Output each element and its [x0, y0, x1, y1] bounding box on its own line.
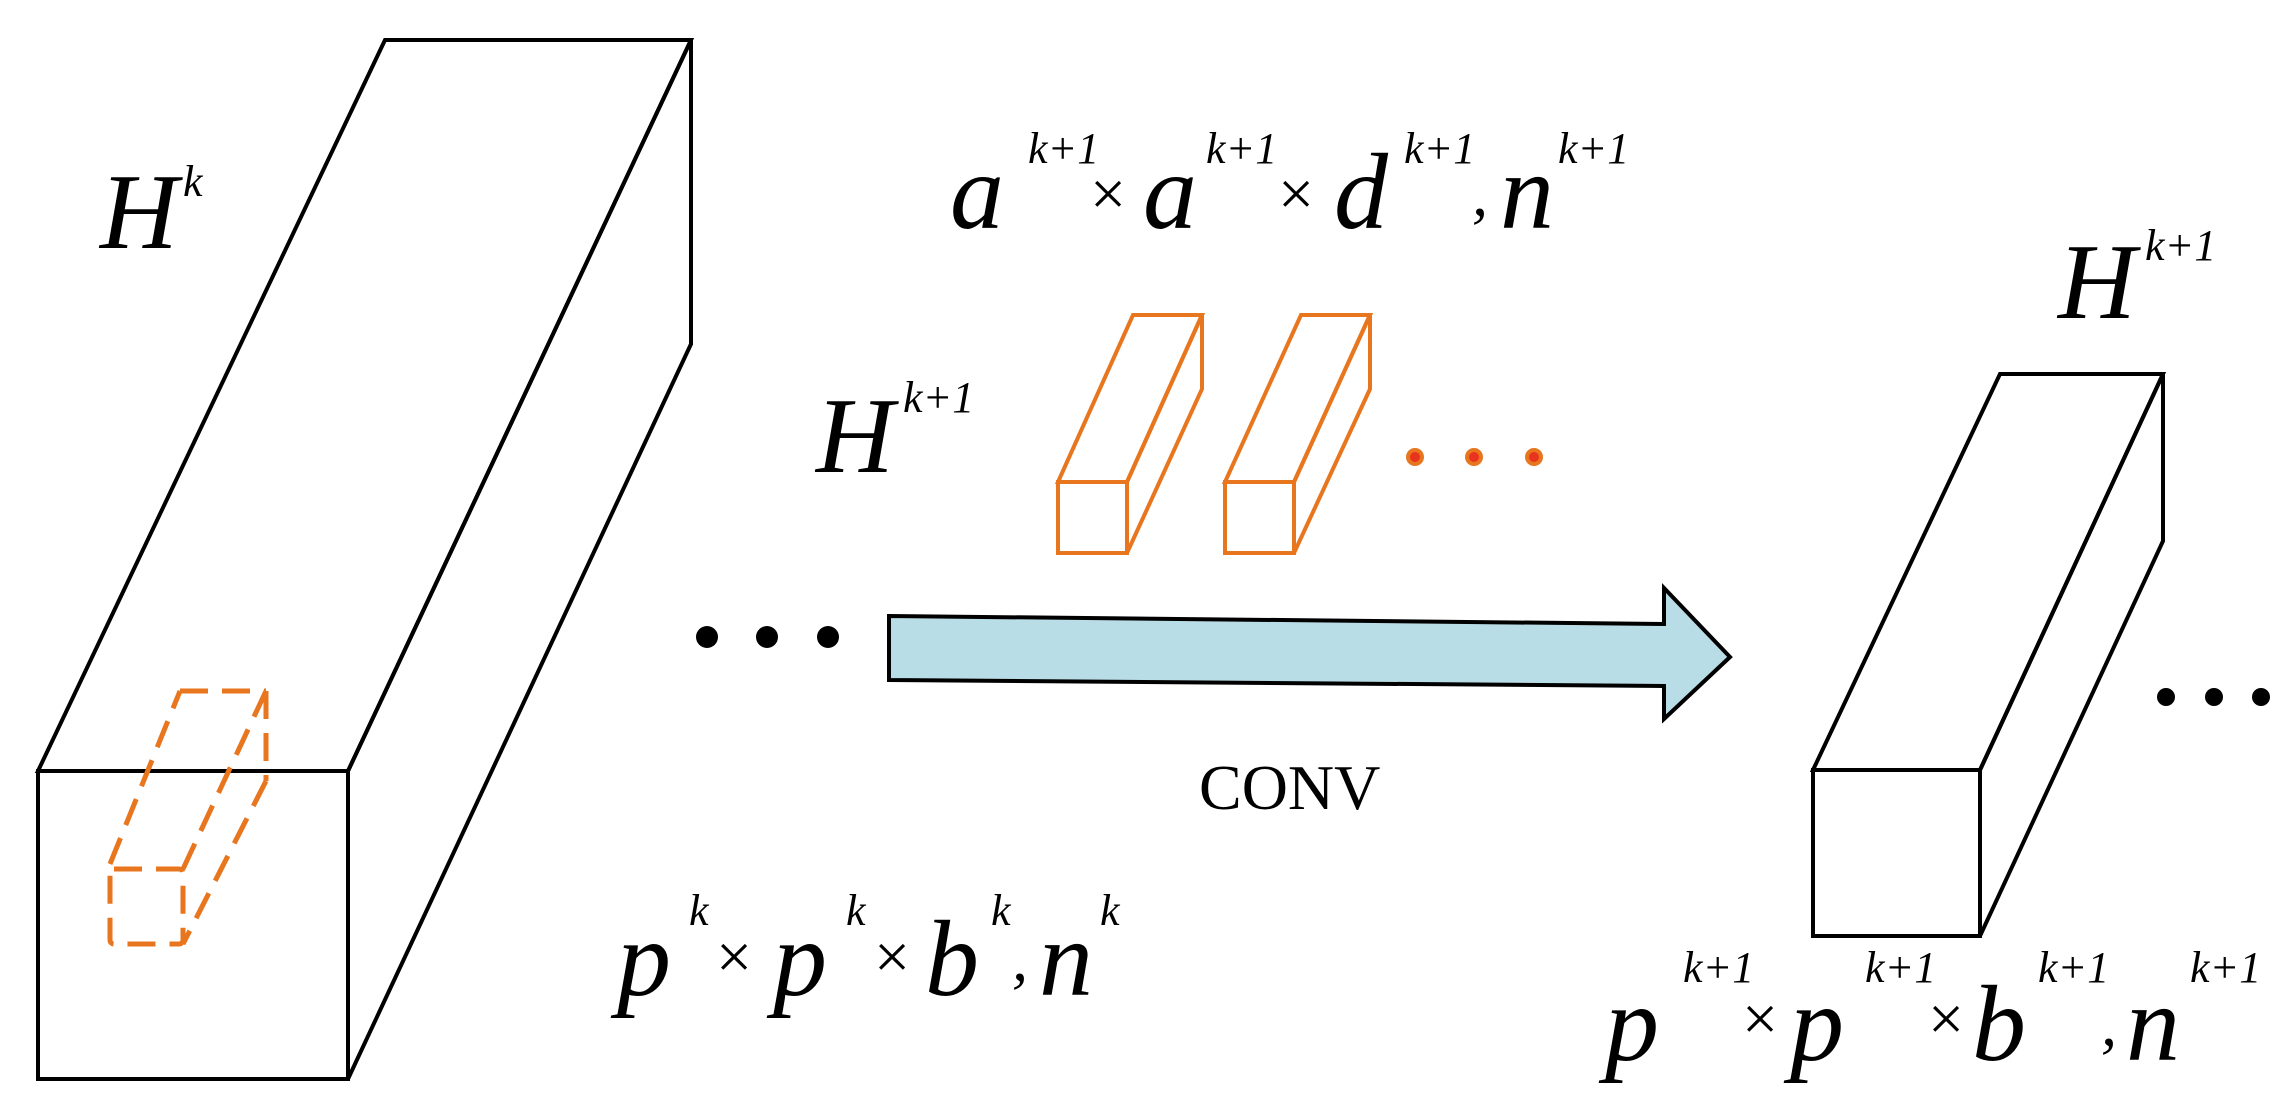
svg-text:×: × — [1928, 983, 1964, 1054]
svg-text:d: d — [1334, 133, 1389, 252]
input-tensor-label: H k — [98, 153, 204, 272]
output-tensor — [1809, 372, 2167, 938]
svg-text:×: × — [1090, 158, 1126, 229]
svg-text:k: k — [846, 886, 867, 935]
operation-label: CONV — [1199, 752, 1380, 823]
svg-text:p: p — [1783, 965, 1844, 1084]
svg-text:k+1: k+1 — [903, 373, 974, 422]
svg-text:×: × — [874, 921, 910, 992]
svg-text:k: k — [991, 886, 1012, 935]
svg-text:a: a — [1143, 133, 1197, 252]
svg-text:n: n — [1500, 133, 1554, 252]
svg-text:k+1: k+1 — [2145, 221, 2216, 270]
svg-text:k+1: k+1 — [1404, 124, 1475, 173]
svg-text:,: , — [2101, 988, 2117, 1059]
svg-text:k+1: k+1 — [1206, 124, 1277, 173]
svg-text:n: n — [2126, 965, 2180, 1084]
kernel-2 — [1221, 313, 1374, 555]
svg-text:a: a — [950, 133, 1004, 252]
svg-text:b: b — [925, 900, 979, 1019]
svg-text:k+1: k+1 — [2190, 943, 2261, 992]
svg-text:H: H — [2056, 223, 2141, 342]
svg-text:,: , — [1012, 923, 1028, 994]
convolution-arrow — [887, 583, 1733, 724]
receptive-field — [107, 688, 269, 947]
kernel-group-label: H k+1 — [814, 373, 974, 496]
svg-text:×: × — [1278, 158, 1314, 229]
output-dims-label: p k+1 × p k+1 × b k+1 , n k+1 — [1598, 943, 2261, 1084]
kernel-dims-label: a k+1 × a k+1 × d k+1 , n k+1 — [950, 124, 1629, 252]
svg-text:×: × — [1742, 983, 1778, 1054]
svg-text:k+1: k+1 — [1028, 124, 1099, 173]
output-tensor-label: H k+1 — [2056, 221, 2216, 342]
svg-text:k+1: k+1 — [2038, 943, 2109, 992]
input-tensor — [34, 38, 695, 1081]
svg-text:k: k — [1100, 886, 1121, 935]
svg-text:b: b — [1972, 965, 2026, 1084]
svg-text:k: k — [689, 886, 710, 935]
svg-text:k+1: k+1 — [1683, 943, 1754, 992]
svg-text:k+1: k+1 — [1865, 943, 1936, 992]
ellipsis-right — [2157, 688, 2270, 706]
svg-text:p: p — [766, 900, 827, 1019]
svg-text:k+1: k+1 — [1558, 124, 1629, 173]
svg-text:n: n — [1039, 900, 1093, 1019]
more-kernels-ellipsis — [1406, 448, 1543, 466]
svg-text:H: H — [814, 377, 899, 496]
kernel-1 — [1054, 313, 1206, 555]
input-tensor-label-sup: k — [183, 157, 204, 206]
input-dims-label: p k × p k × b k , n k — [610, 886, 1121, 1019]
svg-text:p: p — [610, 900, 671, 1019]
svg-text:×: × — [716, 921, 752, 992]
input-tensor-label-base: H — [98, 153, 183, 272]
svg-text:,: , — [1472, 158, 1488, 229]
ellipsis-left — [696, 626, 839, 648]
svg-text:p: p — [1598, 965, 1659, 1084]
